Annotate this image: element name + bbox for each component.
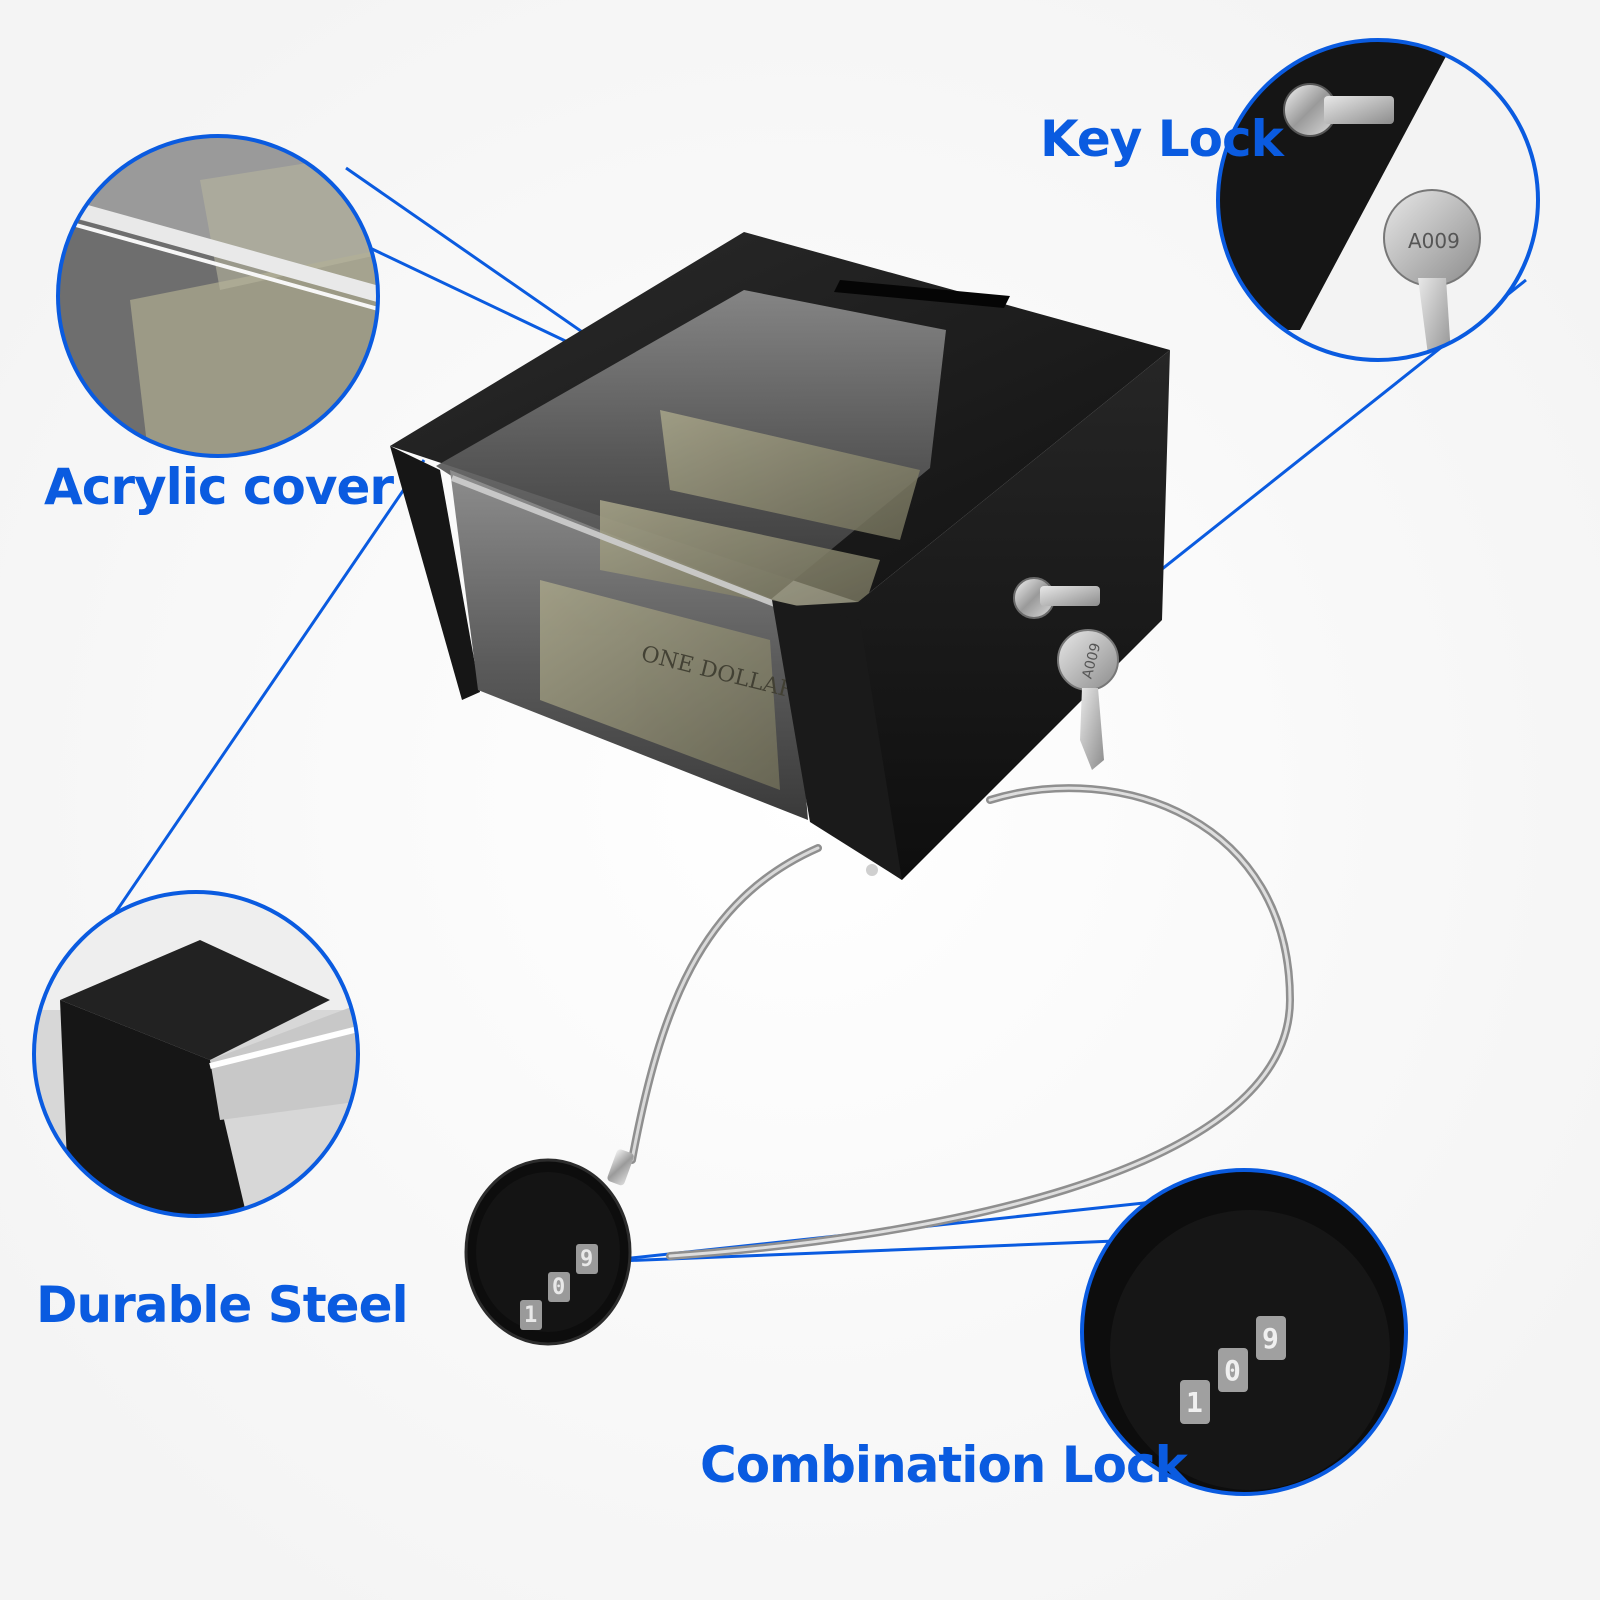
zoom-key-lock: A009 <box>1216 38 1540 362</box>
combination-lock: 1 0 9 <box>464 1149 634 1346</box>
zoom-dial-2-digit: 0 <box>1224 1354 1241 1387</box>
combo-dials: 1 0 9 <box>520 1244 598 1330</box>
zoom-key-code: A009 <box>1408 229 1460 253</box>
box-key-lock: A009 <box>1013 577 1119 770</box>
box-rivet <box>866 864 878 876</box>
label-key-lock: Key Lock <box>1040 110 1284 168</box>
dial-3-digit: 9 <box>580 1247 593 1272</box>
label-acrylic-cover: Acrylic cover <box>44 458 394 516</box>
label-durable-steel: Durable Steel <box>36 1276 409 1334</box>
box-right-panel <box>790 350 1170 880</box>
zoom-acrylic-cover <box>56 134 380 458</box>
zoom-dial-1-digit: 1 <box>1186 1386 1203 1419</box>
label-combination-lock: Combination Lock <box>700 1436 1188 1494</box>
dollar-bills: ONE DOLLAR <box>540 410 920 790</box>
zoom-durable-steel <box>32 890 360 1218</box>
zoom-combination-lock: 1 0 9 <box>1080 1168 1408 1496</box>
dial-2-digit: 0 <box>552 1275 565 1300</box>
leader-steel <box>92 459 426 945</box>
coin-slot <box>834 280 1010 308</box>
box-front-strip <box>772 600 902 880</box>
steel-cable <box>628 784 1295 1260</box>
zoom-dial-3-digit: 9 <box>1262 1322 1279 1355</box>
box-left-frame <box>390 446 480 700</box>
money-box: ONE DOLLAR A009 <box>390 232 1170 880</box>
dial-1-digit: 1 <box>524 1303 537 1328</box>
